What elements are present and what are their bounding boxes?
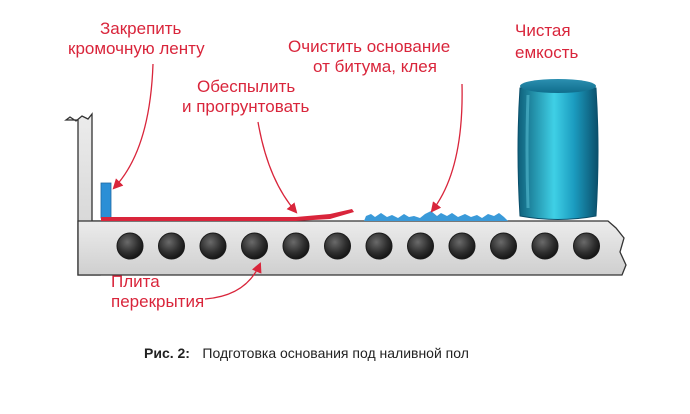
label-container-line2: емкость [515, 43, 579, 62]
hollow-core [365, 232, 393, 260]
label-dedust-line2: и прогрунтовать [182, 97, 309, 116]
hollow-core [573, 232, 600, 260]
label-slab-line2: перекрытия [111, 292, 204, 311]
caption-prefix: Рис. 2: [144, 345, 190, 361]
slab-hollow-cores [116, 232, 600, 260]
edge-tape [100, 182, 112, 219]
hollow-core [324, 232, 351, 260]
hollow-core [199, 232, 227, 260]
arrow-clean [430, 83, 463, 213]
arrow-edge-tape [112, 63, 154, 190]
arrow-slab [204, 262, 262, 300]
clean-container [517, 79, 599, 220]
label-container: Чистая емкость [515, 21, 579, 62]
hollow-core [158, 232, 185, 260]
arrow-dedust [257, 121, 298, 214]
label-dedust: Обеспылить и прогрунтовать [182, 77, 309, 116]
label-edge-tape-line1: Закрепить [100, 19, 182, 38]
label-clean-line2: от битума, клея [313, 57, 437, 76]
label-slab-line1: Плита [111, 272, 160, 291]
label-edge-tape: Закрепить кромочную ленту [68, 19, 205, 58]
label-slab: Плита перекрытия [111, 272, 204, 311]
hollow-core [241, 232, 268, 260]
label-container-line1: Чистая [515, 21, 571, 40]
label-clean-line1: Очистить основание [288, 37, 450, 56]
label-clean: Очистить основание от битума, клея [288, 37, 450, 76]
label-edge-tape-line2: кромочную ленту [68, 39, 205, 58]
hollow-core [531, 232, 559, 260]
label-dedust-line1: Обеспылить [197, 77, 295, 96]
hollow-core [448, 232, 476, 260]
hollow-core [282, 232, 310, 260]
hollow-core [407, 232, 434, 260]
hollow-core [116, 232, 144, 260]
hollow-core [490, 232, 517, 260]
caption-text: Подготовка основания под наливной пол [202, 345, 469, 361]
figure-caption: Рис. 2: Подготовка основания под наливно… [144, 345, 469, 362]
primer-layer [101, 209, 354, 221]
debris-layer [364, 211, 508, 221]
